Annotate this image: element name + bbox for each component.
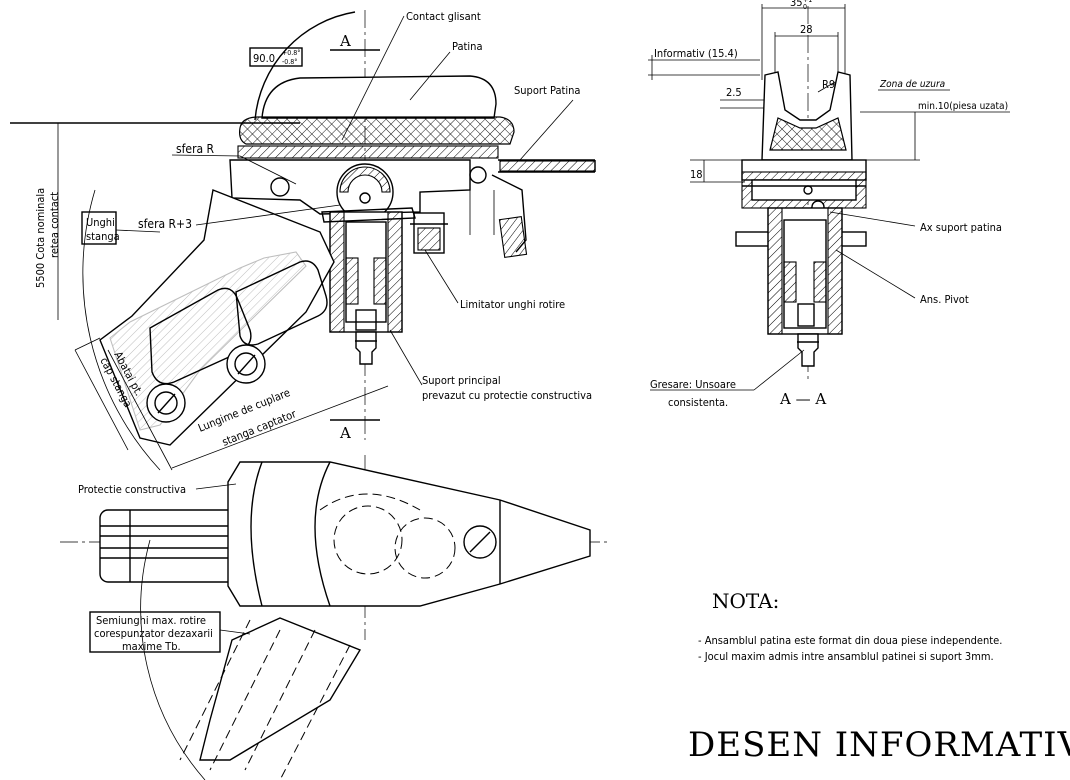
label-gresare: Gresare: Unsoare [650,378,736,391]
patina-body [261,75,497,119]
plan-view-labels: Protectie constructiva Semiunghi max. ro… [78,483,213,653]
label-sfera-r3: sfera R+3 [138,217,192,231]
section-title-aa: A — A [779,390,826,408]
section-view-labels: 35 +1 0 28 Informativ (15.4) R9 Zona de … [650,0,1008,409]
section-view-aa [648,4,1010,391]
angle-tolerance-down: -0.8° [282,58,297,66]
label-suport-patina: Suport Patina [514,84,580,97]
stamp-desen-informativ: DESEN INFORMATIV [688,725,1070,765]
dim-35-tol: +1 [803,0,812,4]
label-sfera-r: sfera R [176,142,215,156]
label-unghi: Unghi [86,216,115,229]
dim-35: 35 [790,0,803,9]
angle-tolerance-up: +0.8° [282,49,300,57]
dim-18: 18 [690,168,703,181]
label-ax-suport-patina: Ax suport patina [920,221,1002,234]
label-informativ: Informativ (15.4) [654,47,738,60]
angle-tolerance: 90.0 [253,52,275,65]
dim-28: 28 [800,23,813,36]
label-cota-nominala: 5500 Cota nominala [34,188,47,288]
nota-line-2: - Jocul maxim admis intre ansamblul pati… [698,650,994,663]
section-mark-top: A [339,32,351,50]
label-semiunghi: Semiunghi max. rotire [96,614,206,627]
label-zona-uzura: Zona de uzura [879,79,945,90]
label-min-10: min.10(piesa uzata) [918,101,1008,112]
label-retea-contact: retea contact [48,192,61,258]
section-mark-bottom: A [339,424,351,442]
label-r9: R9 [822,78,835,91]
nota-line-1: - Ansamblul patina este format din doua … [698,634,1002,647]
label-protectie: Protectie constructiva [78,483,186,496]
label-patina: Patina [452,40,483,53]
contact-strip [239,116,515,145]
label-ans-pivot: Ans. Pivot [920,293,969,306]
plan-view [60,455,610,780]
main-side-view [10,10,596,471]
label-limitator: Limitator unghi rotire [460,298,565,311]
dim-2-5: 2.5 [726,86,742,99]
label-protectie-constructiva: prevazut cu protectie constructiva [422,389,592,402]
nota-heading: NOTA: [712,589,779,613]
label-maxime-tb: maxime Tb. [122,640,181,653]
dim-35-tol-low: 0 [803,3,807,11]
label-contact-glisant: Contact glisant [406,10,481,23]
notes-block: NOTA: - Ansamblul patina este format din… [688,589,1070,765]
label-suport-principal: Suport principal [422,374,501,387]
plan-body [227,461,591,607]
label-consistenta: consistenta. [668,396,728,409]
label-stanga: stanga [86,230,120,243]
label-corespunzator: corespunzator dezaxarii [94,627,213,640]
